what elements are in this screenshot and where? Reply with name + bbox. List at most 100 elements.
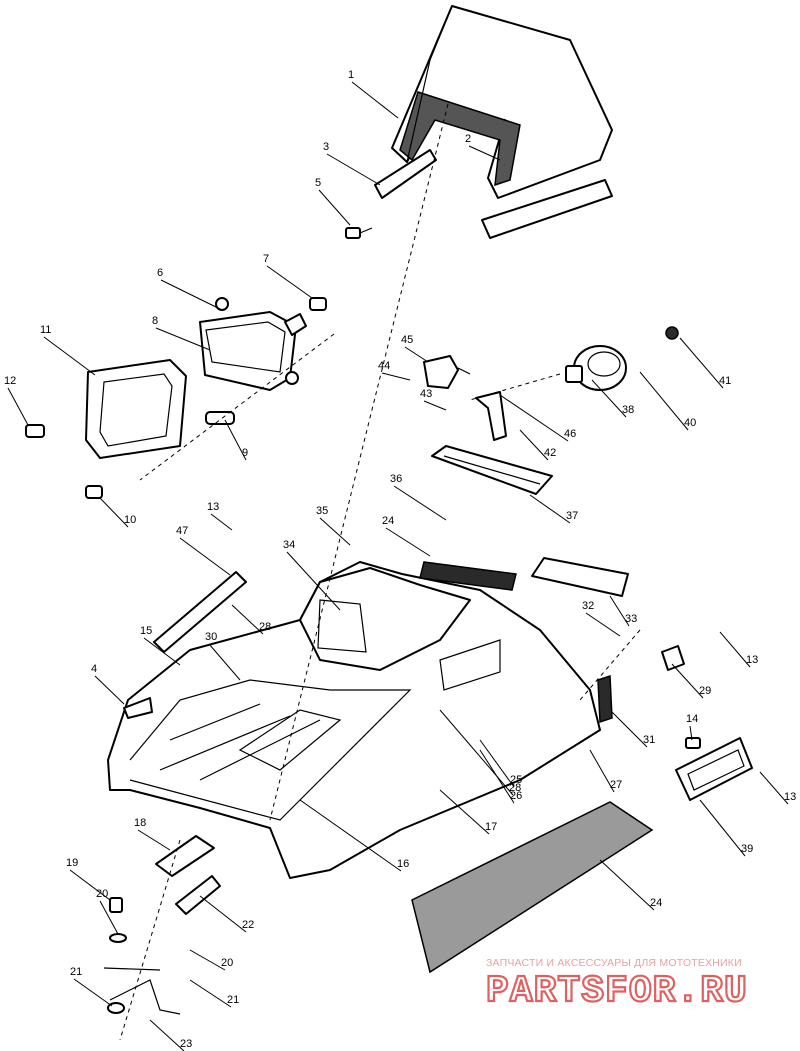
callout-label: 38 — [622, 404, 634, 416]
callout-leader — [599, 859, 655, 911]
callout-label: 5 — [315, 177, 321, 189]
callout-leader — [266, 265, 313, 299]
callout-label: 1 — [348, 69, 354, 81]
callout-label: 47 — [176, 525, 188, 537]
callout-label: 32 — [582, 600, 594, 612]
speedometer-38 — [565, 345, 627, 391]
callout-label: 6 — [157, 267, 163, 279]
screw-12 — [25, 424, 45, 438]
callout-label: 43 — [420, 388, 432, 400]
callout-leader — [210, 513, 233, 531]
callout-label: 13 — [746, 654, 758, 666]
callout-leader — [189, 979, 232, 1008]
callout-leader — [759, 771, 789, 805]
washer-20 — [109, 933, 127, 943]
support-47 — [153, 571, 247, 653]
callout-label: 39 — [741, 843, 753, 855]
callout-leader — [43, 336, 96, 376]
callout-leader — [639, 371, 689, 431]
callout-label: 11 — [40, 324, 51, 336]
callout-leader — [439, 789, 490, 835]
cap-4 — [123, 697, 153, 719]
callout-label: 34 — [283, 539, 295, 551]
callout-label: 45 — [401, 334, 413, 346]
callout-leader — [519, 429, 549, 461]
callout-leader — [529, 494, 571, 524]
callout-label: 30 — [205, 631, 217, 643]
callout-leader — [73, 978, 113, 1007]
callout-leader — [351, 81, 399, 119]
callout-label: 13 — [207, 501, 219, 513]
callout-label: 25 — [510, 774, 522, 786]
watermark-brand: PARTSFOR.RU — [486, 970, 748, 1008]
callout-label: 3 — [323, 141, 329, 153]
callout-label: 8 — [152, 315, 158, 327]
callout-leader — [423, 400, 447, 411]
mat-37 — [431, 445, 553, 495]
callout-leader — [94, 675, 125, 705]
callout-leader — [99, 900, 119, 935]
callout-leader — [143, 637, 181, 666]
callout-leader — [611, 711, 648, 748]
callout-leader — [385, 527, 431, 557]
callout-leader — [199, 895, 247, 933]
callout-leader — [231, 604, 264, 635]
callout-label: 24 — [382, 515, 394, 527]
bracket-31 — [597, 674, 613, 724]
reflector-39 — [675, 737, 753, 801]
callout-leader — [589, 749, 615, 793]
callout-label: 17 — [485, 821, 497, 833]
callout-label: 22 — [242, 919, 254, 931]
callout-leader — [286, 551, 341, 611]
callout-label: 41 — [719, 375, 731, 387]
adjust-spring-9 — [205, 411, 235, 425]
callout-label: 29 — [699, 685, 711, 697]
callout-label: 31 — [643, 734, 655, 746]
callout-label: 20 — [221, 957, 233, 969]
callout-label: 14 — [686, 713, 698, 725]
callout-leader — [179, 537, 231, 576]
callout-label: 37 — [566, 510, 578, 522]
callout-leader — [699, 799, 746, 857]
windshield — [391, 5, 613, 199]
callout-leader — [609, 595, 630, 627]
callout-label: 46 — [564, 428, 576, 440]
callout-leader — [381, 372, 411, 381]
screw-7 — [309, 297, 327, 311]
callout-label: 15 — [140, 625, 152, 637]
callout-label: 44 — [378, 360, 390, 372]
screw-14 — [685, 737, 701, 749]
callout-label: 20 — [96, 888, 108, 900]
callout-label: 23 — [180, 1038, 192, 1050]
callout-leader — [479, 739, 515, 788]
callout-leader — [393, 485, 447, 521]
callout-label: 35 — [316, 505, 328, 517]
callout-label: 19 — [66, 857, 78, 869]
callout-label: 27 — [610, 779, 622, 791]
callout-leader — [326, 153, 381, 186]
callout-leader — [404, 346, 429, 363]
assembly-lines — [119, 103, 641, 1041]
trim-24-bottom — [411, 801, 654, 974]
callout-label: 13 — [784, 791, 796, 803]
callout-label: 40 — [684, 417, 696, 429]
windshield-trim-strip — [481, 179, 613, 239]
callout-leader — [69, 869, 111, 901]
hinge-22 — [175, 875, 221, 915]
callout-leader — [719, 631, 751, 668]
callout-label: 9 — [242, 447, 248, 459]
callout-labels: 1235678111291045444346423840413736352434… — [4, 69, 796, 1051]
switch-45 — [423, 355, 471, 389]
callout-leader — [99, 497, 129, 528]
windshield-bracket-left — [374, 149, 437, 199]
callout-label: 28 — [259, 621, 271, 633]
callout-leader — [7, 387, 29, 426]
callout-leader — [689, 725, 693, 741]
callout-label: 2 — [465, 133, 471, 145]
callout-leader — [299, 799, 402, 872]
callout-leader — [439, 709, 514, 796]
plate-18 — [155, 835, 215, 877]
clip-29 — [661, 645, 685, 671]
callout-leader — [319, 517, 351, 546]
headlight-bezel — [85, 359, 187, 459]
